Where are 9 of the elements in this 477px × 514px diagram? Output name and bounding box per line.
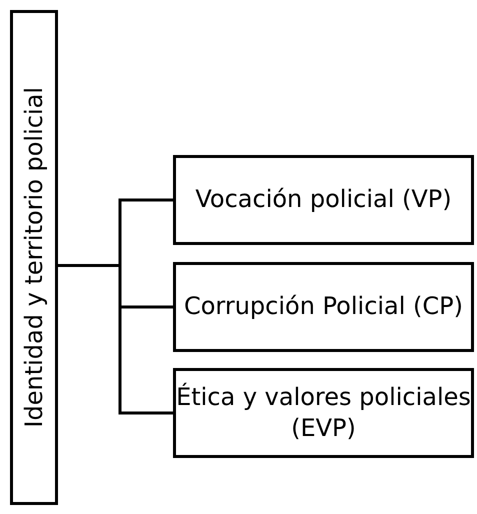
root-box bbox=[10, 10, 58, 505]
category-box bbox=[173, 155, 474, 245]
category-box bbox=[173, 262, 474, 352]
box-label: Identidad y territorio policial bbox=[20, 87, 48, 428]
connector-line bbox=[58, 264, 173, 414]
box-label: Corrupción Policial (CP) bbox=[184, 291, 464, 322]
box-label: Vocación policial (VP) bbox=[195, 184, 452, 216]
box-label: Ética y valores policiales (EVP) bbox=[176, 382, 471, 444]
category-box bbox=[173, 368, 474, 458]
